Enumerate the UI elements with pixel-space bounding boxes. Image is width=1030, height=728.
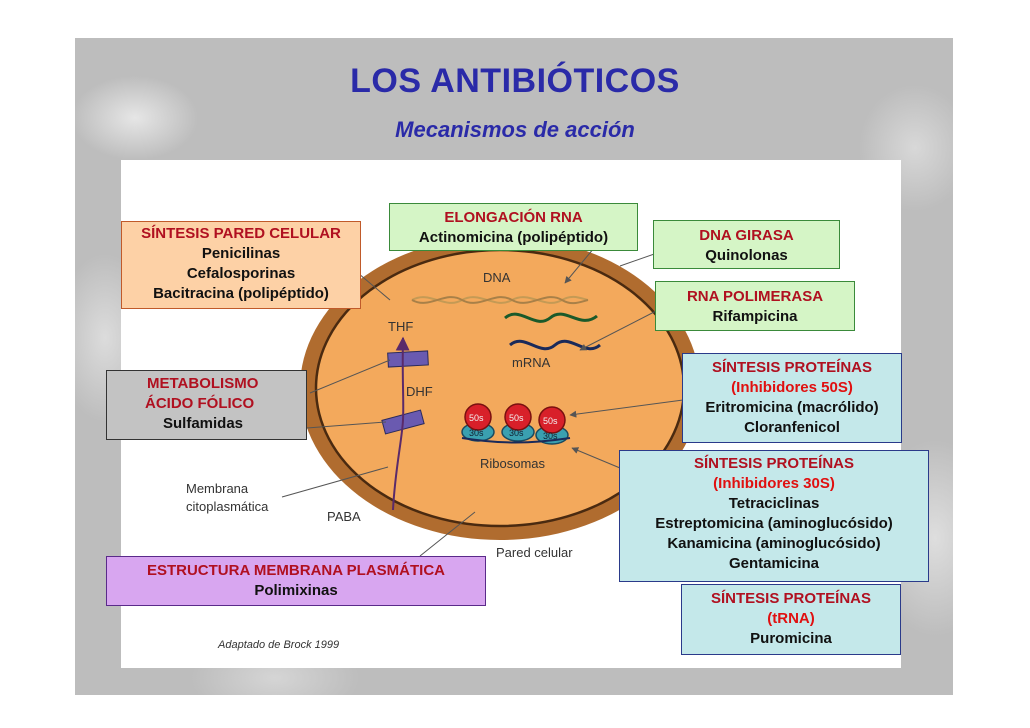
box-line: Bacitracina (polipéptido): [153, 285, 329, 302]
pointer-line: [569, 399, 684, 418]
ribosome-50s-label: 50s: [543, 416, 558, 426]
ribosome: [535, 406, 569, 445]
ribosomas-label: Ribosomas: [480, 456, 546, 471]
slide-title: LOS ANTIBIÓTICOS: [350, 62, 680, 100]
box-title: ELONGACIÓN RNA: [444, 209, 583, 226]
ribosome: [461, 403, 495, 442]
box-line: Kanamicina (aminoglucósido): [667, 535, 881, 552]
pointer-line: [564, 247, 595, 284]
box-dna-girasa: DNA GIRASA Quinolonas: [653, 220, 840, 269]
mrna-label: mRNA: [512, 355, 551, 370]
pointer-line: [306, 421, 387, 429]
pointer-line: [309, 359, 391, 394]
box-title: SÍNTESIS PARED CELULAR: [141, 225, 341, 242]
paba-label: PABA: [327, 509, 361, 524]
source-credit: Adaptado de Brock 1999: [217, 639, 339, 651]
membrana-label-1: Membrana: [186, 481, 249, 496]
pointer-line: [419, 511, 476, 557]
ribosome-50s-label: 50s: [469, 413, 484, 423]
box-sintesis-pared: SÍNTESIS PARED CELULAR Penicilinas Cefal…: [121, 221, 361, 309]
box-title: ÁCIDO FÓLICO: [145, 395, 255, 412]
box-line: Actinomicina (polipéptido): [418, 229, 609, 246]
pointer-line: [571, 447, 621, 469]
ribosome-30s-label: 30s: [509, 428, 524, 438]
box-line: Eritromicina (macrólido): [705, 399, 879, 416]
box-title: SÍNTESIS PROTEÍNAS: [710, 590, 872, 607]
box-title: DNA GIRASA: [699, 227, 794, 244]
box-title: SÍNTESIS PROTEÍNAS: [711, 359, 873, 376]
box-metabolismo-folico: METABOLISMO ÁCIDO FÓLICO Sulfamidas: [106, 370, 307, 440]
dhf-label: DHF: [406, 384, 433, 399]
box-line: Cefalosporinas: [186, 265, 296, 282]
dna-strand: [411, 296, 589, 305]
box-line: Estreptomicina (aminoglucósido): [655, 515, 893, 532]
box-title: ESTRUCTURA MEMBRANA PLASMÁTICA: [146, 562, 446, 579]
box-line: Penicilinas: [201, 245, 281, 262]
box-line: Rifampicina: [712, 308, 798, 325]
box-line: Quinolonas: [705, 247, 788, 264]
box-subtitle: (Inhibidores 30S): [713, 475, 835, 492]
box-subtitle: (tRNA): [767, 610, 815, 627]
enzyme-bar-thf: [387, 350, 429, 368]
box-elongacion-rna: ELONGACIÓN RNA Actinomicina (polipéptido…: [389, 203, 638, 251]
ribosome-50s-label: 50s: [509, 413, 524, 423]
box-sintesis-50s: SÍNTESIS PROTEÍNAS (Inhibidores 50S) Eri…: [682, 353, 902, 443]
box-title: SÍNTESIS PROTEÍNAS: [693, 455, 855, 472]
box-sintesis-30s: SÍNTESIS PROTEÍNAS (Inhibidores 30S) Tet…: [619, 450, 929, 582]
dna-label: DNA: [483, 270, 511, 285]
box-line: Sulfamidas: [163, 415, 244, 432]
ribosome: [501, 403, 535, 442]
box-line: Tetraciclinas: [728, 495, 820, 512]
ribosome-30s-label: 30s: [469, 428, 484, 438]
box-subtitle: (Inhibidores 50S): [731, 379, 853, 396]
paba-pathway-arrow: [392, 336, 410, 511]
ribosome-30s-label: 30s: [543, 431, 558, 441]
box-title: METABOLISMO: [147, 375, 259, 392]
box-membrana-plasmatica: ESTRUCTURA MEMBRANA PLASMÁTICA Polimixin…: [106, 556, 486, 606]
box-line: Puromicina: [750, 630, 832, 647]
pared-celular-label: Pared celular: [496, 545, 573, 560]
box-sintesis-trna: SÍNTESIS PROTEÍNAS (tRNA) Puromicina: [681, 584, 901, 655]
pointer-line: [281, 466, 389, 498]
thf-label: THF: [388, 319, 413, 334]
box-line: Polimixinas: [254, 582, 338, 599]
box-line: Gentamicina: [728, 555, 820, 572]
box-line: Cloranfenicol: [744, 419, 840, 436]
box-title: RNA POLIMERASA: [686, 288, 824, 305]
slide-subtitle: Mecanismos de acción: [395, 117, 635, 142]
box-rna-polimerasa: RNA POLIMERASA Rifampicina: [655, 281, 855, 331]
pointer-line: [579, 309, 659, 351]
membrana-label-2: citoplasmática: [186, 499, 269, 514]
ribosome-mrna: [461, 437, 571, 444]
dna-helix-green: [504, 312, 598, 323]
